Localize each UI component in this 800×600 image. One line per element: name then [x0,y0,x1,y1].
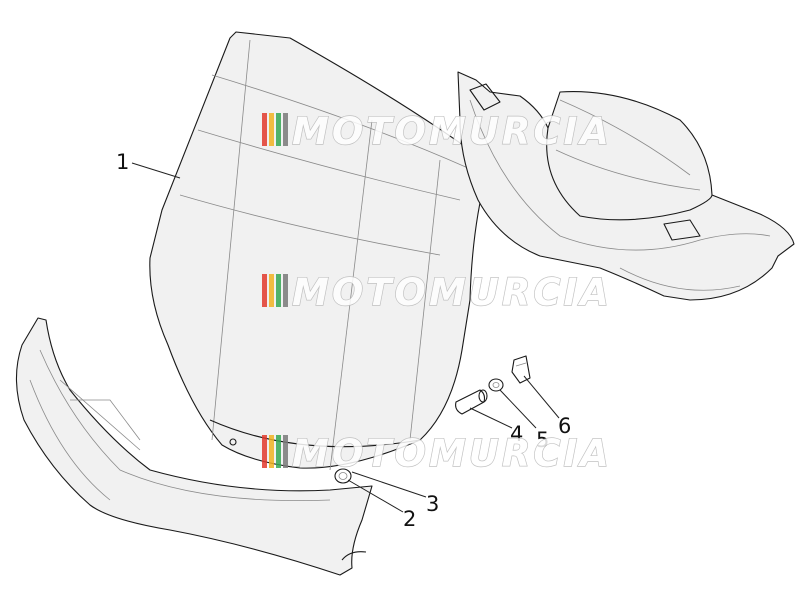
watermark-top: MOTOMURCIA [262,109,612,154]
watermark-bottom: MOTOMURCIA [262,431,612,476]
leader-line-6 [523,375,560,419]
leader-lines [131,162,560,513]
watermark-stripe [276,113,281,146]
part-2-grommet [334,468,352,484]
leader-line-4 [469,407,513,429]
lower-front-spoiler [15,317,373,576]
watermark-stripe [269,113,274,146]
handlebar-cover [457,71,795,301]
part-1-front-shield [149,31,487,471]
watermark-stripe [269,435,274,468]
leader-line-5 [499,389,537,429]
callout-6: 6 [558,414,571,438]
watermark-stripe [262,435,267,468]
watermark-stripe [269,274,274,307]
watermark-stripe [276,435,281,468]
watermark-text: MOTOMURCIA [292,110,612,153]
part-5-washer [488,378,504,392]
watermark-stripe [276,274,281,307]
watermark-text: MOTOMURCIA [292,271,612,314]
watermark-stripe [262,274,267,307]
callout-1: 1 [116,150,129,174]
watermark-text: MOTOMURCIA [292,432,612,475]
watermark-stripe [283,274,288,307]
watermark-stripe [262,113,267,146]
leader-line-3 [351,471,427,498]
leader-line-1 [131,162,181,179]
watermark-stripe [283,113,288,146]
callout-3: 3 [426,492,439,516]
part-4-spacer [455,389,488,415]
watermark-middle: MOTOMURCIA [262,270,612,315]
callout-4: 4 [510,422,523,446]
callout-5: 5 [536,428,549,452]
leader-line-2 [347,479,404,513]
callout-2: 2 [403,507,416,531]
part-6-clip [511,355,531,384]
watermark-stripe [283,435,288,468]
